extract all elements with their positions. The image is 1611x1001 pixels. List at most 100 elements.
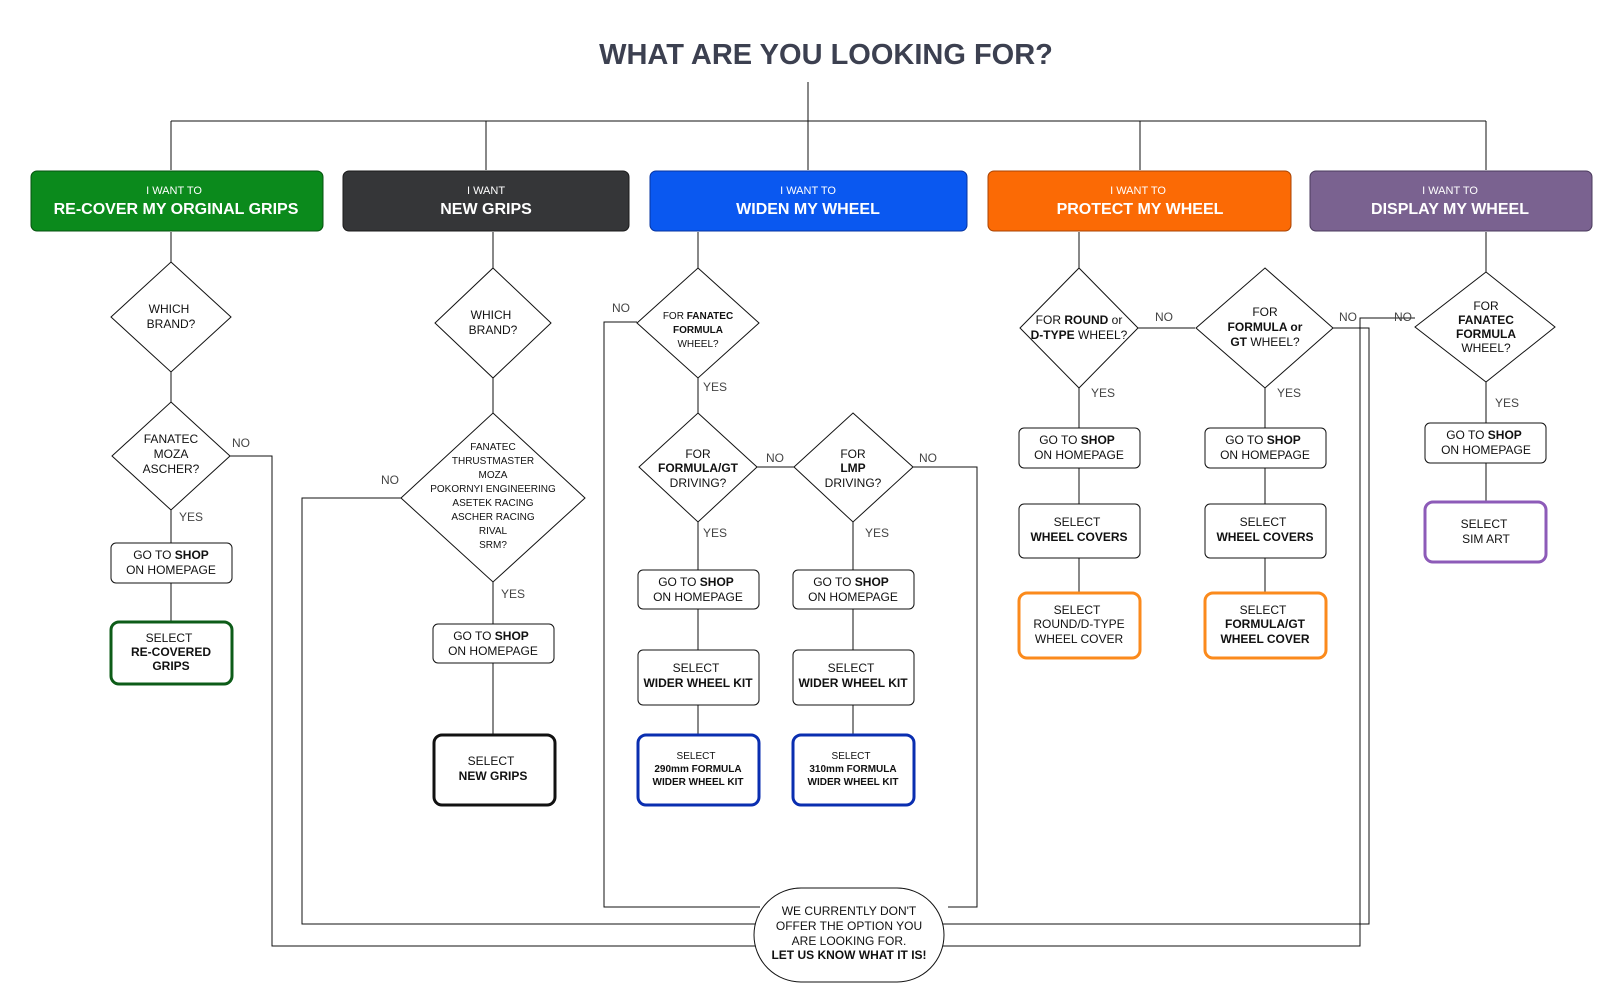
category-recover[interactable]: I WANT TO RE-COVER MY ORGINAL GRIPS — [30, 170, 324, 232]
svg-text:WHEEL?: WHEEL? — [1461, 341, 1511, 355]
svg-text:ASCHER RACING: ASCHER RACING — [451, 512, 535, 523]
svg-text:ON HOMEPAGE: ON HOMEPAGE — [126, 563, 216, 577]
widen-lmp-select-box[interactable]: SELECT WIDER WHEEL KIT — [792, 649, 915, 706]
svg-text:LET US KNOW WHAT IT IS!: LET US KNOW WHAT IT IS! — [771, 948, 926, 962]
widen-formula-select-box[interactable]: SELECT WIDER WHEEL KIT — [637, 649, 760, 706]
svg-text:GRIPS: GRIPS — [152, 659, 189, 673]
svg-text:FOR: FOR — [1252, 305, 1278, 319]
svg-text:ON HOMEPAGE: ON HOMEPAGE — [653, 590, 743, 604]
category-display-label: DISPLAY MY WHEEL — [1371, 201, 1529, 218]
svg-text:WHICH: WHICH — [471, 308, 512, 322]
svg-text:ASETEK RACING: ASETEK RACING — [452, 498, 533, 509]
svg-text:LMP: LMP — [840, 461, 865, 475]
svg-text:RE-COVERED: RE-COVERED — [131, 645, 211, 659]
svg-text:SELECT: SELECT — [1054, 515, 1101, 529]
recover-shop-box[interactable]: GO TO SHOP ON HOMEPAGE — [110, 542, 233, 584]
svg-text:DRIVING?: DRIVING? — [670, 476, 727, 490]
widen-310-result-box[interactable]: SELECT 310mm FORMULA WIDER WHEEL KIT — [791, 733, 916, 807]
svg-text:BRAND?: BRAND? — [147, 317, 196, 331]
svg-text:SELECT: SELECT — [1240, 603, 1287, 617]
widen-lmp-yes-label: YES — [865, 526, 889, 540]
category-protect-label: PROTECT MY WHEEL — [1057, 201, 1224, 218]
grips-which-brand-decision: WHICH BRAND? — [434, 267, 552, 379]
protect-round-no-label: NO — [1155, 310, 1173, 324]
svg-text:OFFER THE OPTION YOU: OFFER THE OPTION YOU — [776, 919, 922, 933]
protect-round-shop-box[interactable]: GO TO SHOP ON HOMEPAGE — [1018, 427, 1141, 469]
svg-text:D-TYPE WHEEL?: D-TYPE WHEEL? — [1031, 328, 1128, 342]
category-recover-small: I WANT TO — [146, 185, 202, 197]
svg-text:ASCHER?: ASCHER? — [143, 462, 200, 476]
svg-text:SELECT: SELECT — [828, 661, 875, 675]
svg-text:WHEEL?: WHEEL? — [677, 339, 719, 350]
category-grips-small: I WANT — [467, 185, 505, 197]
category-display[interactable]: I WANT TO DISPLAY MY WHEEL — [1309, 170, 1593, 232]
widen-lmp-decision: FOR LMP DRIVING? — [793, 412, 914, 523]
svg-text:FORMULA or: FORMULA or — [1228, 320, 1303, 334]
svg-text:GT WHEEL?: GT WHEEL? — [1230, 335, 1300, 349]
svg-text:SELECT: SELECT — [677, 751, 716, 762]
svg-text:SELECT: SELECT — [146, 631, 193, 645]
protect-formula-shop-box[interactable]: GO TO SHOP ON HOMEPAGE — [1204, 427, 1327, 469]
svg-text:SIM ART: SIM ART — [1462, 532, 1510, 546]
display-no-label: NO — [1394, 310, 1412, 324]
svg-text:FORMULA/GT: FORMULA/GT — [658, 461, 739, 475]
svg-text:WIDER WHEEL KIT: WIDER WHEEL KIT — [798, 676, 908, 690]
svg-text:WHEEL COVER: WHEEL COVER — [1220, 632, 1309, 646]
svg-text:SELECT: SELECT — [1240, 515, 1287, 529]
svg-text:ON HOMEPAGE: ON HOMEPAGE — [808, 590, 898, 604]
widen-formula-gt-yes-label: YES — [703, 526, 727, 540]
widen-290-result-box[interactable]: SELECT 290mm FORMULA WIDER WHEEL KIT — [636, 733, 761, 807]
widen-lmp-shop-box[interactable]: GO TO SHOP ON HOMEPAGE — [792, 569, 915, 610]
svg-text:SELECT: SELECT — [1054, 603, 1101, 617]
widen-formula-gt-decision: FOR FORMULA/GT DRIVING? — [638, 412, 758, 523]
svg-text:SELECT: SELECT — [468, 754, 515, 768]
recover-result-box[interactable]: SELECT RE-COVERED GRIPS — [109, 620, 234, 686]
svg-text:ON HOMEPAGE: ON HOMEPAGE — [448, 644, 538, 658]
category-display-small: I WANT TO — [1422, 185, 1478, 197]
svg-text:ROUND/D-TYPE: ROUND/D-TYPE — [1033, 617, 1124, 631]
category-new-grips[interactable]: I WANT NEW GRIPS — [342, 170, 630, 232]
svg-text:FOR: FOR — [840, 447, 866, 461]
svg-text:WHEEL COVER: WHEEL COVER — [1035, 632, 1124, 646]
svg-text:SRM?: SRM? — [479, 540, 507, 551]
svg-text:GO TO SHOP: GO TO SHOP — [1039, 433, 1115, 447]
recover-which-brand-decision: WHICH BRAND? — [110, 261, 232, 373]
svg-text:WIDER WHEEL KIT: WIDER WHEEL KIT — [808, 777, 899, 788]
protect-formula-select-box[interactable]: SELECT WHEEL COVERS — [1204, 503, 1327, 559]
display-result-box[interactable]: SELECT SIM ART — [1423, 500, 1548, 564]
category-protect[interactable]: I WANT TO PROTECT MY WHEEL — [987, 170, 1292, 232]
svg-text:FOR: FOR — [685, 447, 711, 461]
display-shop-box[interactable]: GO TO SHOP ON HOMEPAGE — [1424, 422, 1547, 464]
protect-formula-result-box[interactable]: SELECT FORMULA/GT WHEEL COVER — [1203, 591, 1328, 660]
svg-text:POKORNYI ENGINEERING: POKORNYI ENGINEERING — [430, 484, 556, 495]
svg-text:WE CURRENTLY DON'T: WE CURRENTLY DON'T — [782, 904, 917, 918]
display-yes-label: YES — [1495, 396, 1519, 410]
grips-shop-box[interactable]: GO TO SHOP ON HOMEPAGE — [432, 623, 555, 664]
svg-text:MOZA: MOZA — [154, 447, 189, 461]
protect-round-select-box[interactable]: SELECT WHEEL COVERS — [1018, 503, 1141, 559]
display-fanatec-decision: FOR FANATEC FORMULA WHEEL? — [1414, 271, 1556, 383]
svg-text:WHEEL COVERS: WHEEL COVERS — [1216, 530, 1313, 544]
svg-text:FORMULA: FORMULA — [1456, 327, 1516, 341]
svg-text:WIDER WHEEL KIT: WIDER WHEEL KIT — [653, 777, 744, 788]
svg-text:ARE LOOKING FOR.: ARE LOOKING FOR. — [792, 934, 907, 948]
grips-result-box[interactable]: SELECT NEW GRIPS — [432, 733, 557, 807]
category-protect-small: I WANT TO — [1110, 185, 1166, 197]
svg-text:MOZA: MOZA — [479, 470, 508, 481]
widen-formula-shop-box[interactable]: GO TO SHOP ON HOMEPAGE — [637, 569, 760, 610]
grips-yes-label: YES — [501, 587, 525, 601]
category-widen[interactable]: I WANT TO WIDEN MY WHEEL — [649, 170, 968, 232]
svg-text:GO TO SHOP: GO TO SHOP — [133, 548, 209, 562]
svg-text:FANATEC: FANATEC — [144, 432, 199, 446]
category-widen-label: WIDEN MY WHEEL — [736, 201, 880, 218]
protect-round-result-box[interactable]: SELECT ROUND/D-TYPE WHEEL COVER — [1017, 591, 1142, 660]
fallback-terminal[interactable]: WE CURRENTLY DON'T OFFER THE OPTION YOU … — [753, 887, 945, 983]
widen-fanatec-decision: FOR FANATEC FORMULA WHEEL? — [636, 267, 760, 379]
svg-text:SELECT: SELECT — [832, 751, 871, 762]
svg-text:BRAND?: BRAND? — [469, 323, 518, 337]
svg-text:FANATEC: FANATEC — [470, 442, 515, 453]
widen-fanatec-no-label: NO — [612, 301, 630, 315]
widen-fanatec-yes-label: YES — [703, 380, 727, 394]
page-title: WHAT ARE YOU LOOKING FOR? — [599, 39, 1053, 71]
